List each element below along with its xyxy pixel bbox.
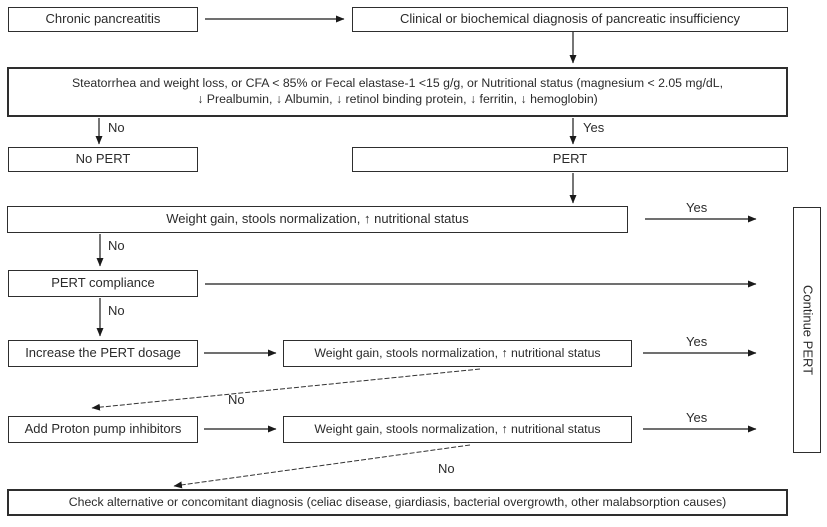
edge-label-yes-criteria: Yes — [583, 120, 605, 135]
node-clinical-biochemical-diagnosis: Clinical or biochemical diagnosis of pan… — [352, 7, 788, 32]
node-outcome-after-ppi: Weight gain, stools normalization, ↑ nut… — [283, 416, 632, 443]
criteria-line-2: ↓ Prealbumin, ↓ Albumin, ↓ retinol bindi… — [197, 92, 598, 106]
edge-label-no-outcome1: No — [108, 238, 125, 253]
node-add-proton-pump-inhibitors: Add Proton pump inhibitors — [8, 416, 198, 443]
node-chronic-pancreatitis: Chronic pancreatitis — [8, 7, 198, 32]
arrow-outcome2-no-to-addppi — [91, 368, 481, 411]
edge-label-no-compliance: No — [108, 303, 125, 318]
edge-label-yes-outcome2: Yes — [686, 334, 708, 349]
node-no-pert: No PERT — [8, 147, 198, 172]
node-outcome-after-dosage-increase: Weight gain, stools normalization, ↑ nut… — [283, 340, 632, 367]
node-outcome-after-pert: Weight gain, stools normalization, ↑ nut… — [7, 206, 628, 233]
node-pert-compliance: PERT compliance — [8, 270, 198, 297]
arrow-outcome3-no-to-check — [173, 444, 471, 489]
criteria-line-1: Steatorrhea and weight loss, or CFA < 85… — [71, 76, 724, 91]
node-insufficiency-criteria: Steatorrhea and weight loss, or CFA < 85… — [7, 67, 788, 117]
edge-label-no-outcome3: No — [438, 461, 455, 476]
edge-label-yes-outcome1: Yes — [686, 200, 708, 215]
node-increase-pert-dosage: Increase the PERT dosage — [8, 340, 198, 367]
node-continue-pert: Continue PERT — [793, 207, 821, 453]
edge-label-no-criteria: No — [108, 120, 125, 135]
edge-label-no-outcome2: No — [228, 392, 245, 407]
node-check-alternative-diagnosis: Check alternative or concomitant diagnos… — [7, 489, 788, 516]
node-pert: PERT — [352, 147, 788, 172]
edge-label-yes-outcome3: Yes — [686, 410, 708, 425]
